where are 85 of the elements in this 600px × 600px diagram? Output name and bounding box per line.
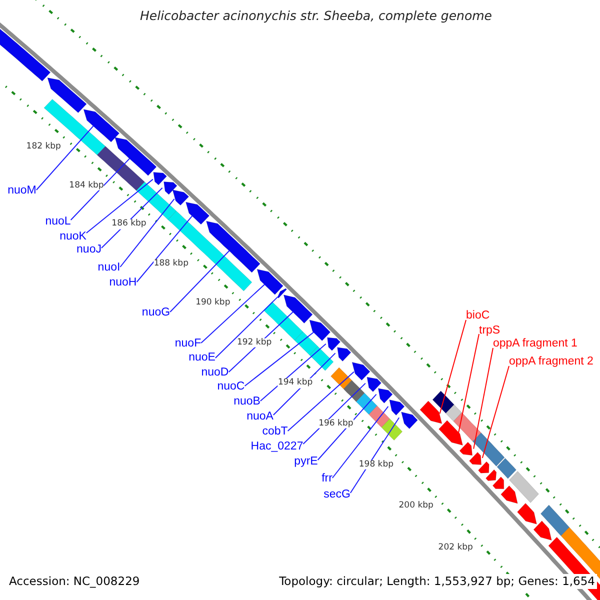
leader-line [228, 311, 294, 372]
scale-label: 192 kbp [236, 338, 272, 348]
gene-feature [492, 476, 504, 490]
gene-feature [366, 376, 382, 392]
gene-label: oppA fragment 2 [509, 356, 594, 368]
gene-label: nuoD [201, 366, 229, 380]
scale-label: 194 kbp [278, 378, 313, 388]
scale-label: 202 kbp [438, 544, 473, 553]
gene-label: frr [322, 472, 332, 486]
gene-label: nuoG [142, 306, 170, 320]
scale-label: 190 kbp [196, 298, 230, 308]
gene-feature [206, 220, 260, 273]
gene-label: nuoI [98, 262, 120, 274]
gene-feature [438, 420, 463, 446]
gene-feature [327, 337, 341, 351]
scale-label: 182 kbp [26, 142, 61, 152]
leader-line [260, 343, 326, 402]
scale-label: 186 kbp [112, 220, 146, 230]
leader-line [473, 348, 494, 450]
gene-label: nuoF [174, 338, 202, 350]
leader-line [200, 284, 266, 344]
leader-line [332, 406, 389, 478]
gene-feature [378, 388, 393, 404]
gene-feature [164, 181, 178, 195]
gene-feature [47, 78, 87, 113]
scale-label: 200 kbp [398, 502, 434, 512]
gene-label: Hac_0227 [250, 440, 304, 454]
leader-line [458, 334, 480, 434]
leader-line [214, 296, 278, 358]
leader-line [287, 371, 354, 432]
title: Helicobacter acinonychis str. Sheeba, complete genome [140, 9, 492, 23]
accession-text: Accession: NC_008229 [7, 574, 142, 589]
gene-label: nuoJ [76, 244, 102, 256]
gene-label: trpS [479, 324, 500, 338]
leader-line [36, 125, 94, 190]
gene-feature [401, 412, 418, 430]
gene-label: nuoE [188, 352, 216, 364]
leader-line [86, 178, 154, 234]
gene-feature [172, 190, 190, 206]
gene-feature [337, 347, 352, 362]
gene-feature [277, 288, 287, 298]
leader-line [302, 382, 366, 444]
gene-feature [420, 400, 442, 424]
gene-label: nuoL [45, 216, 71, 228]
gene-feature [186, 202, 210, 225]
leader-line [350, 417, 400, 494]
gene-label: nuoM [8, 184, 36, 198]
gene-label: oppA fragment 1 [493, 338, 578, 350]
gene-feature [309, 320, 331, 342]
leader-line [317, 394, 377, 460]
scale-label: 188 kbp [154, 258, 188, 268]
leader-line [136, 215, 193, 282]
leader-line [439, 320, 466, 414]
gene-feature [478, 461, 490, 474]
gene-feature [517, 503, 537, 524]
gene-label: cobT [262, 426, 288, 438]
gene-label: bioC [466, 310, 490, 322]
gene-label: nuoC [217, 380, 245, 394]
leader-line [170, 250, 230, 312]
gene-feature [256, 268, 284, 295]
gene-feature [486, 469, 497, 482]
gene-label: nuoH [109, 276, 137, 290]
leader-line [482, 366, 510, 458]
gene-feature [153, 172, 167, 186]
gene-label: nuoK [60, 230, 86, 244]
genome-info-text: Topology: circular; Length: 1,553,927 bp; Genes: 1,654 [277, 574, 597, 589]
gene-feature [469, 452, 482, 466]
gene-feature [114, 137, 157, 176]
leader-line [244, 332, 314, 386]
gene-label: pyrE [294, 456, 318, 468]
leader-line [70, 158, 130, 220]
gene-feature [533, 520, 552, 541]
gene-label: secG [324, 488, 350, 502]
gene-feature [459, 442, 473, 456]
gene-feature [389, 400, 405, 416]
gene-feature [500, 485, 518, 504]
gene-label: nuoB [234, 396, 260, 408]
gene-feature [83, 109, 120, 142]
scale-label: 184 kbp [69, 181, 104, 190]
leader-line [120, 198, 175, 268]
gene-label: nuoA [246, 410, 274, 424]
scale-label: 198 kbp [358, 460, 394, 470]
gene-feature [283, 294, 313, 324]
gene-feature [352, 362, 370, 381]
scale-label: 196 kbp [318, 419, 354, 428]
